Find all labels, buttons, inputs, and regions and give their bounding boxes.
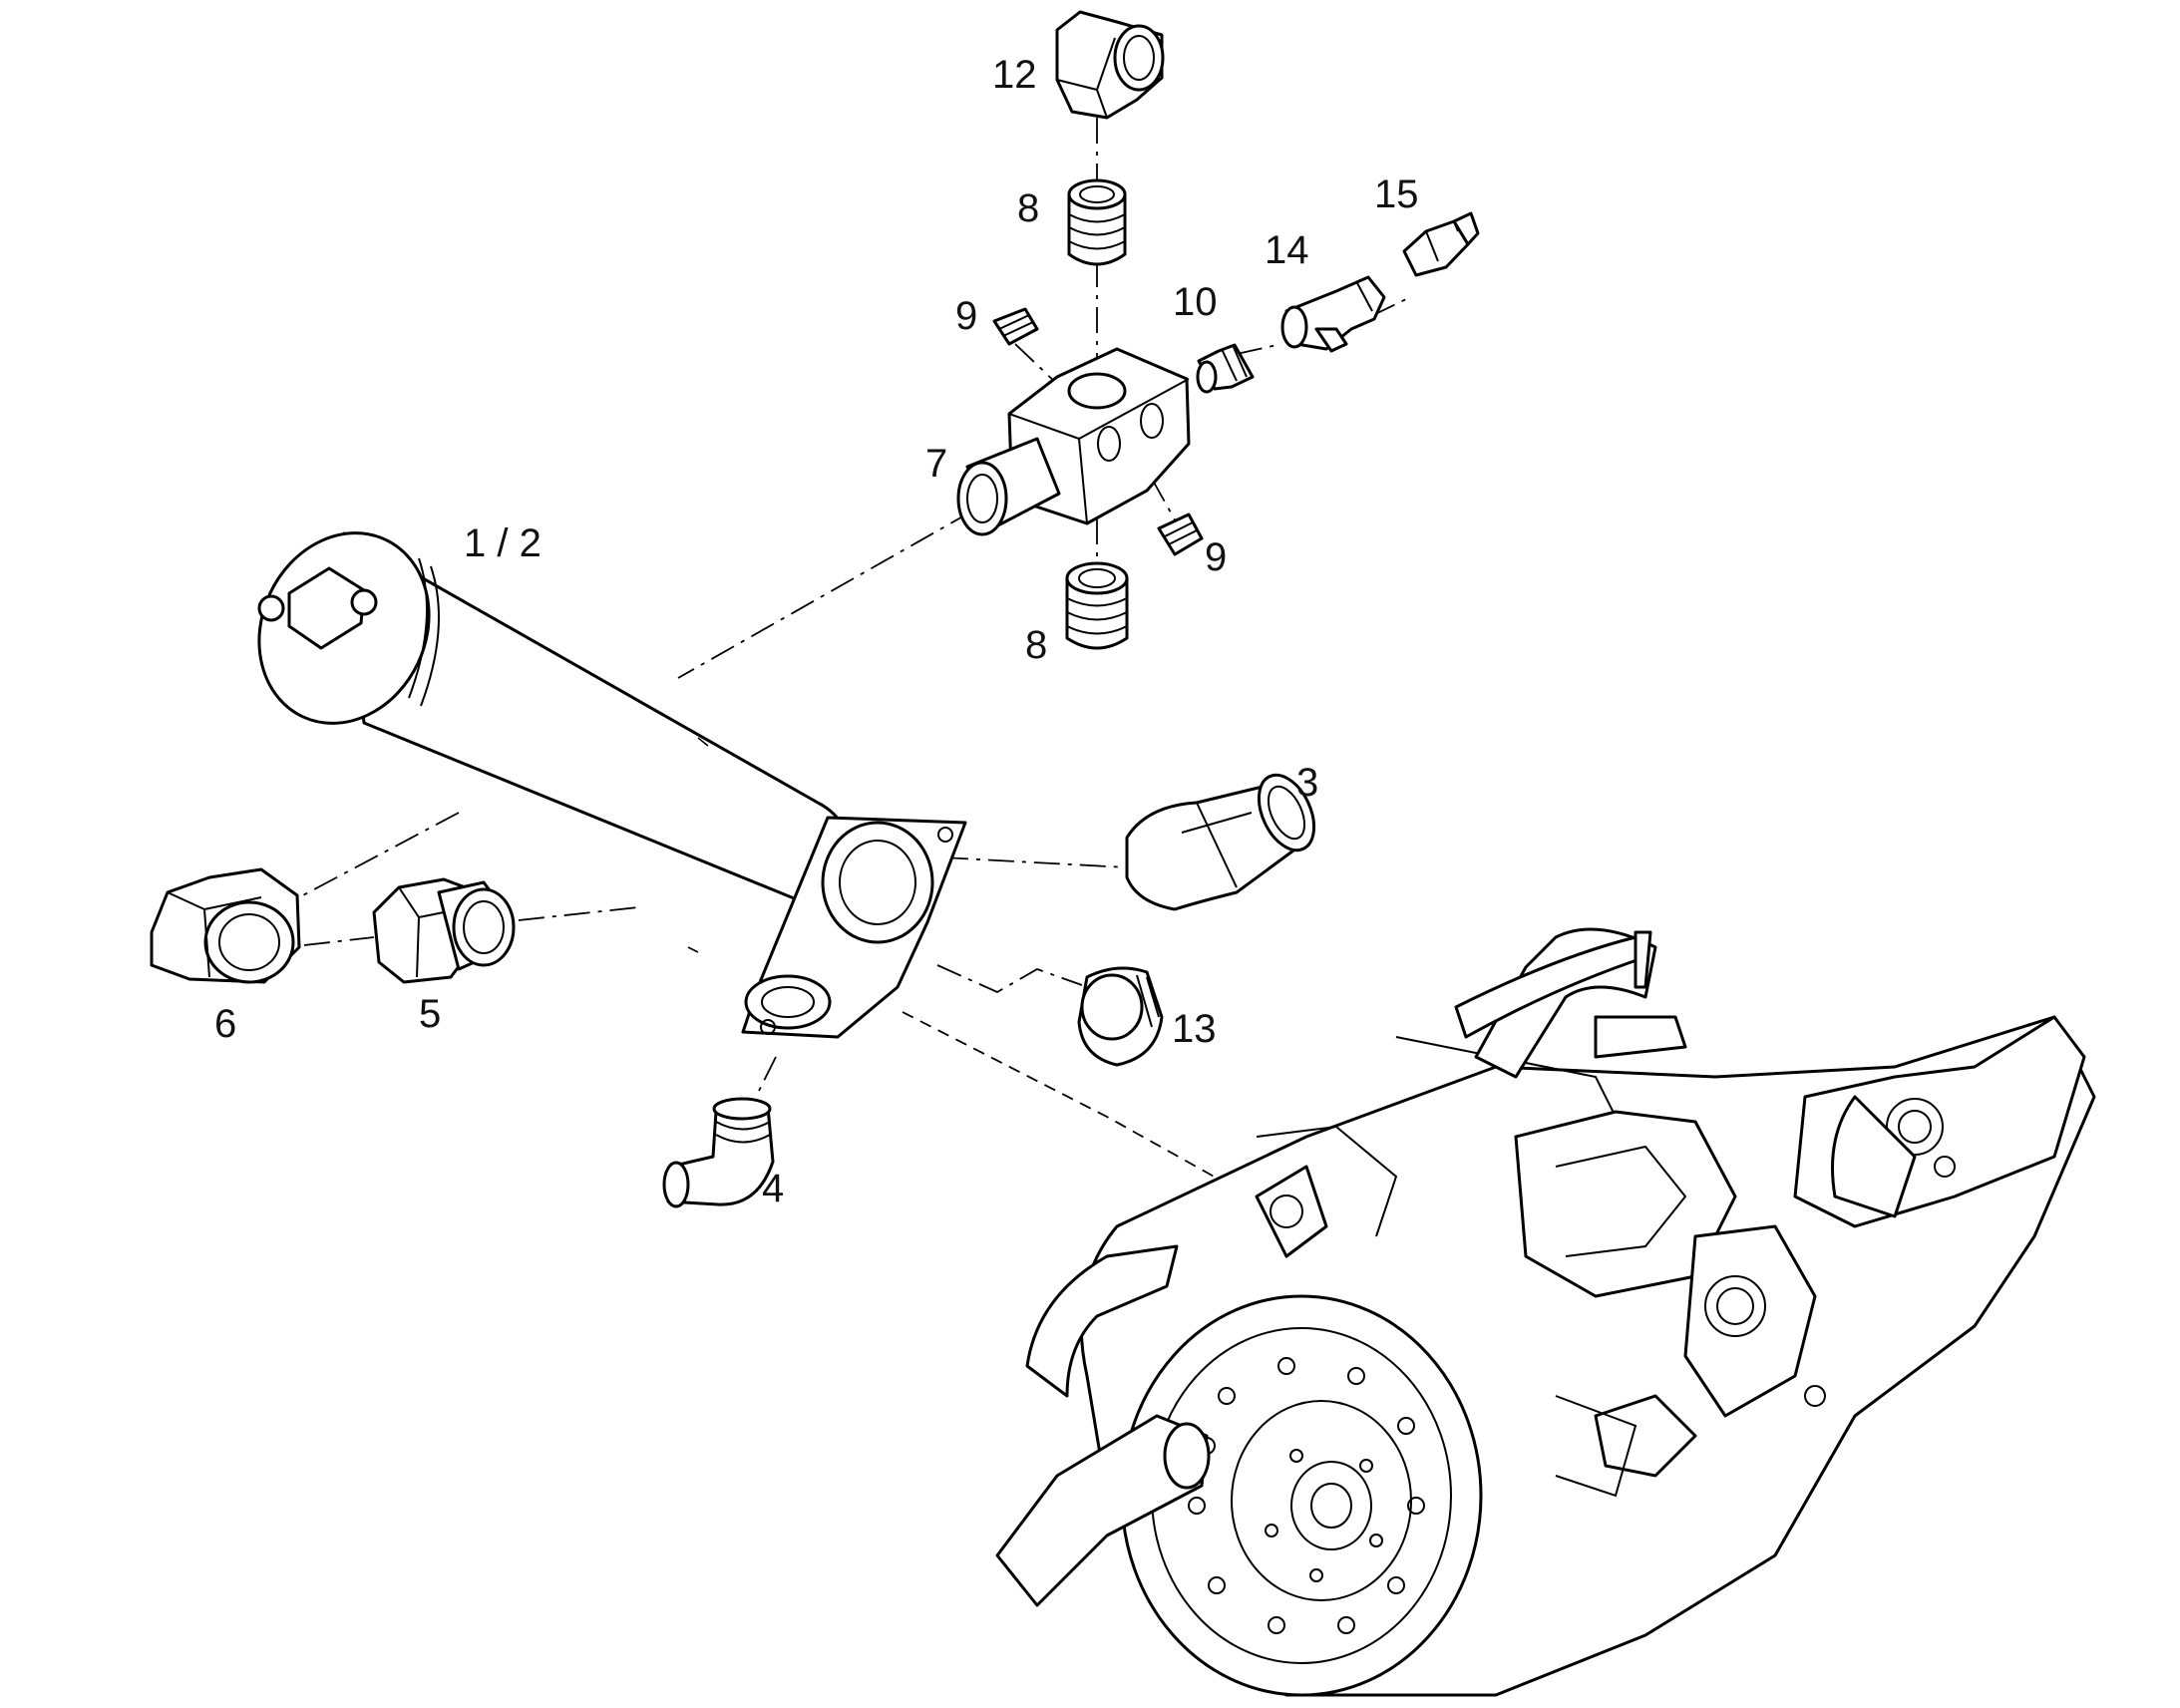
part-7-distribution-block xyxy=(956,347,1191,536)
part-9-plug-top xyxy=(992,307,1039,346)
callout-9-top: 9 xyxy=(955,294,977,338)
part-3-pipe-elbow xyxy=(1125,773,1316,911)
part-12-elbow-fitting xyxy=(1055,10,1165,120)
callout-1-2: 1 / 2 xyxy=(464,521,542,565)
callout-13: 13 xyxy=(1172,1007,1217,1051)
callout-labels: 12 8 15 14 9 10 7 1 / 2 9 8 3 6 5 13 4 xyxy=(214,53,1419,1210)
engine-assembly xyxy=(995,927,2096,1697)
part-8-adapter-top xyxy=(1067,178,1127,266)
callout-15: 15 xyxy=(1374,172,1419,216)
part-13-cap xyxy=(1077,966,1164,1067)
callout-3: 3 xyxy=(1296,761,1318,805)
callout-6: 6 xyxy=(214,1002,236,1046)
part-8-adapter-bottom xyxy=(1065,561,1129,650)
callout-14: 14 xyxy=(1265,228,1309,272)
callout-4: 4 xyxy=(762,1167,784,1210)
part-15-nut xyxy=(1402,211,1480,277)
part-9-plug-bottom xyxy=(1157,512,1204,556)
callout-12: 12 xyxy=(992,53,1037,97)
callout-7: 7 xyxy=(925,442,947,486)
callout-8-bottom: 8 xyxy=(1025,623,1047,667)
part-10-nipple xyxy=(1196,343,1255,394)
part-4-elbow-fitting xyxy=(662,1097,775,1208)
part-1-2-filter-housing xyxy=(257,531,967,1039)
part-6-reducer-nut xyxy=(150,867,301,984)
callout-5: 5 xyxy=(419,992,441,1036)
callout-10: 10 xyxy=(1173,280,1218,324)
part-5-adapter xyxy=(372,877,516,984)
callout-9-bottom: 9 xyxy=(1205,535,1227,579)
part-14-tee xyxy=(1280,275,1386,353)
callout-8-top: 8 xyxy=(1017,186,1039,230)
